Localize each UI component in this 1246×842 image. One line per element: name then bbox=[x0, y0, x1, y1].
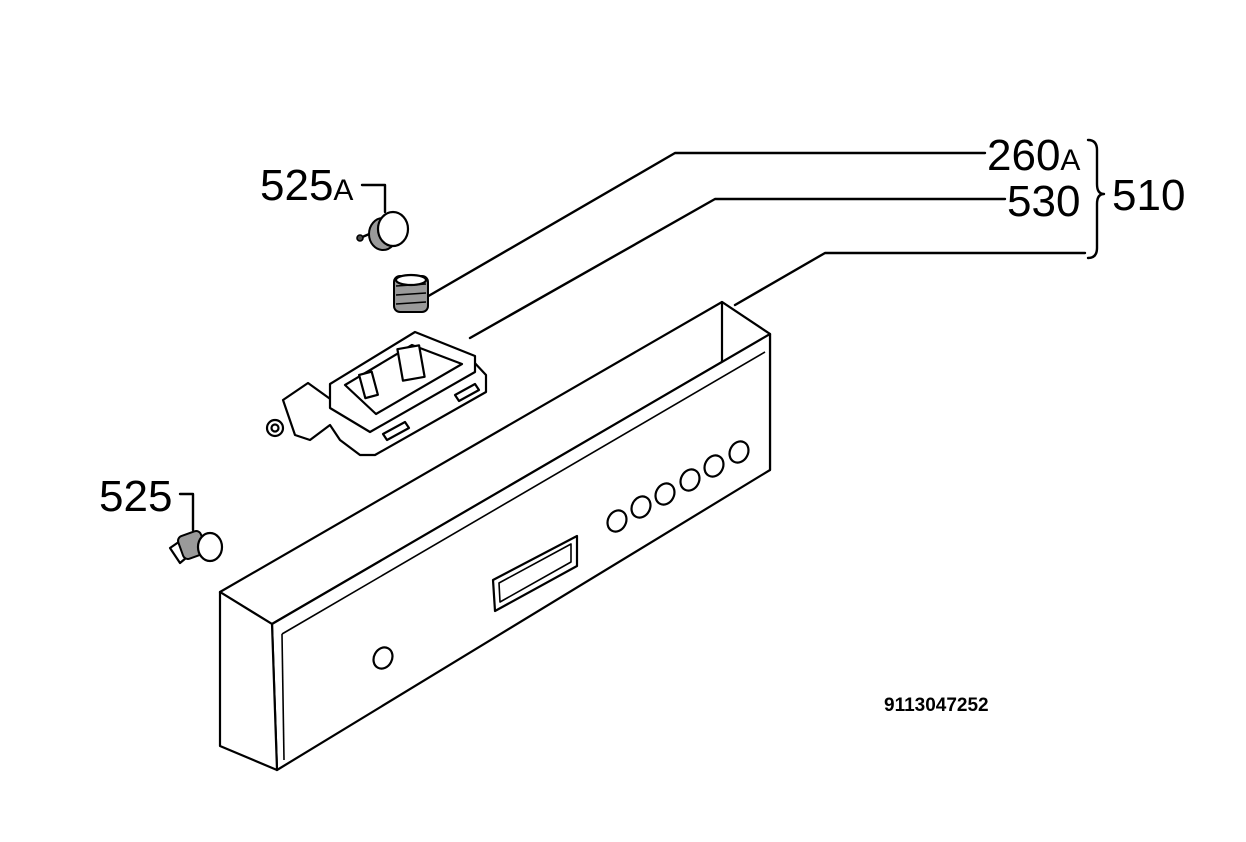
bracket-tab-2 bbox=[396, 344, 426, 382]
spring-coil bbox=[395, 301, 427, 305]
knob-525 bbox=[168, 530, 224, 565]
display-window-inner bbox=[498, 543, 572, 603]
bracket-pin-tip bbox=[270, 423, 280, 433]
callout-530: 530 bbox=[1007, 177, 1080, 226]
button-hole bbox=[728, 440, 750, 464]
button-holes bbox=[372, 440, 750, 670]
leader-260a bbox=[423, 151, 987, 300]
power-button-hole bbox=[372, 646, 394, 670]
bracket-clip-1 bbox=[453, 382, 481, 403]
callout-260a: 260A bbox=[987, 131, 1080, 180]
bracket-tab-1 bbox=[357, 370, 379, 400]
spring-coil bbox=[395, 292, 427, 296]
switch-bracket bbox=[265, 330, 488, 457]
knob-525-face bbox=[196, 531, 224, 563]
spring bbox=[393, 273, 429, 313]
callout-525: 525 bbox=[99, 472, 172, 521]
leader-525a bbox=[360, 183, 387, 214]
callout-525a: 525A bbox=[260, 161, 353, 210]
panel-left-face bbox=[218, 590, 279, 772]
display-window bbox=[491, 534, 579, 613]
knob-525a-face bbox=[376, 210, 410, 248]
leader-lines bbox=[178, 138, 1106, 532]
knob-525a-stem bbox=[356, 234, 364, 242]
panel-bevel-line bbox=[281, 351, 766, 635]
button-hole bbox=[630, 495, 652, 519]
leader-525 bbox=[178, 492, 195, 532]
leader-530 bbox=[468, 197, 1007, 340]
drawing-code: 9113047252 bbox=[884, 695, 989, 716]
button-hole bbox=[606, 509, 628, 533]
button-hole bbox=[654, 482, 676, 506]
button-hole bbox=[679, 468, 701, 492]
panel-bevel-left bbox=[281, 633, 285, 761]
spring-top bbox=[394, 273, 428, 287]
callout-510: 510 bbox=[1112, 171, 1185, 220]
bracket-clip-2 bbox=[381, 420, 411, 442]
button-hole bbox=[703, 454, 725, 478]
control-panel bbox=[218, 300, 772, 772]
knob-525a bbox=[356, 210, 410, 251]
leader-510-panel bbox=[733, 251, 1087, 307]
brace-510 bbox=[1086, 138, 1106, 260]
